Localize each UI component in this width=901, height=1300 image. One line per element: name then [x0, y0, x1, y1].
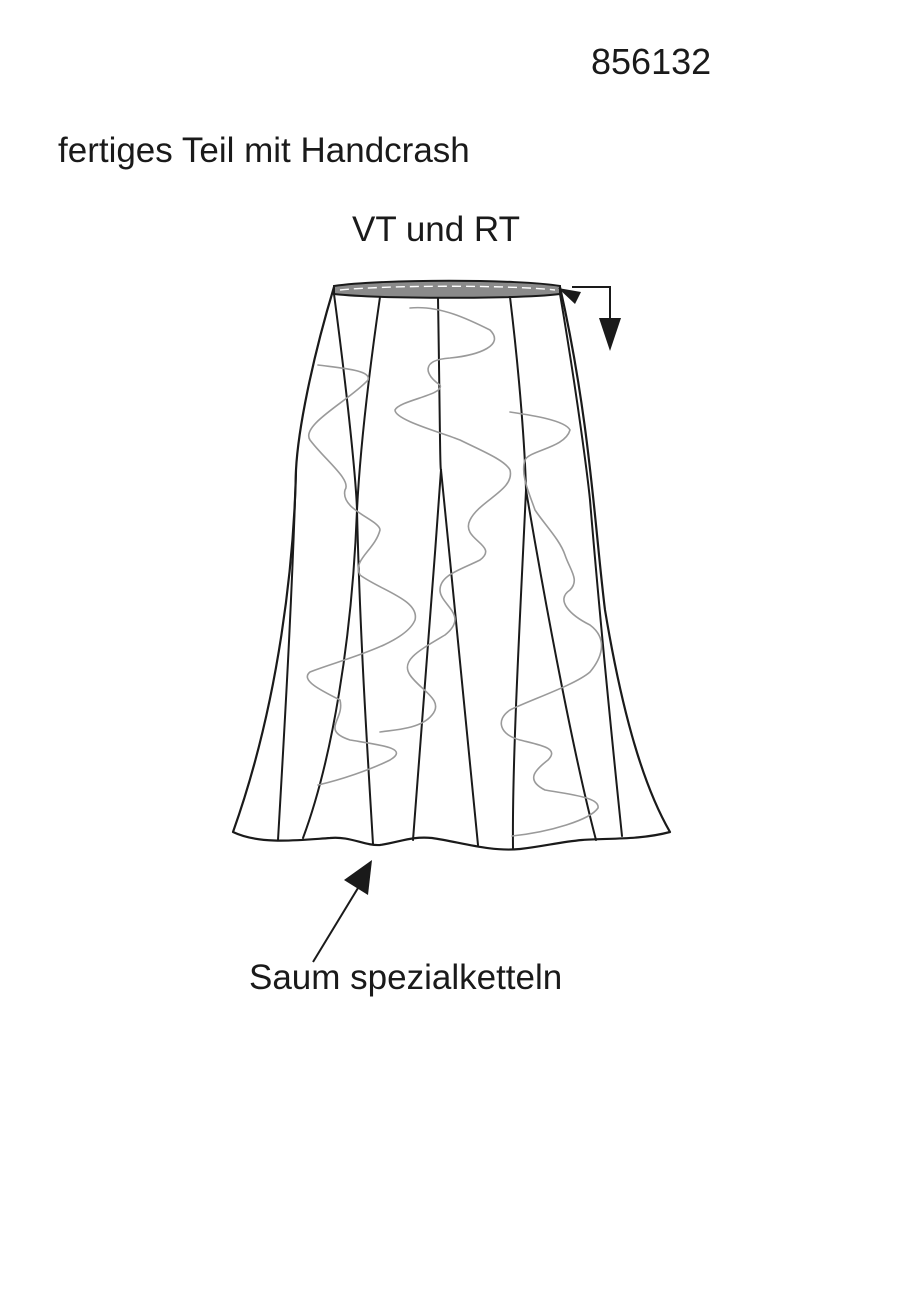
panel-seam: [277, 469, 297, 841]
panel-seam: [412, 297, 443, 841]
hem-pointer-head: [344, 860, 372, 895]
panel-seam: [440, 469, 479, 846]
skirt-outline: [231, 285, 672, 851]
handcrash-wrinkle: [379, 306, 512, 733]
panel-seam: [509, 296, 528, 849]
panel-seam: [302, 293, 359, 839]
panel-seam: [525, 489, 597, 841]
style-number: 856132: [591, 41, 712, 82]
hem-note: Saum spezialketteln: [249, 958, 563, 997]
handcrash-wrinkle: [306, 364, 417, 786]
panel-seam: [355, 296, 381, 845]
finish-note: fertiges Teil mit Handcrash: [58, 131, 470, 170]
view-label: VT und RT: [352, 210, 520, 249]
panel-seam: [559, 293, 623, 837]
measurement-arrow: [572, 286, 611, 322]
measurement-arrow-head: [599, 318, 621, 351]
waistband: [333, 279, 561, 299]
handcrash-wrinkle: [500, 411, 603, 837]
hem-pointer-line: [312, 887, 359, 963]
measurement-start-mark: [558, 288, 581, 304]
waistband-stitching: [339, 285, 556, 291]
